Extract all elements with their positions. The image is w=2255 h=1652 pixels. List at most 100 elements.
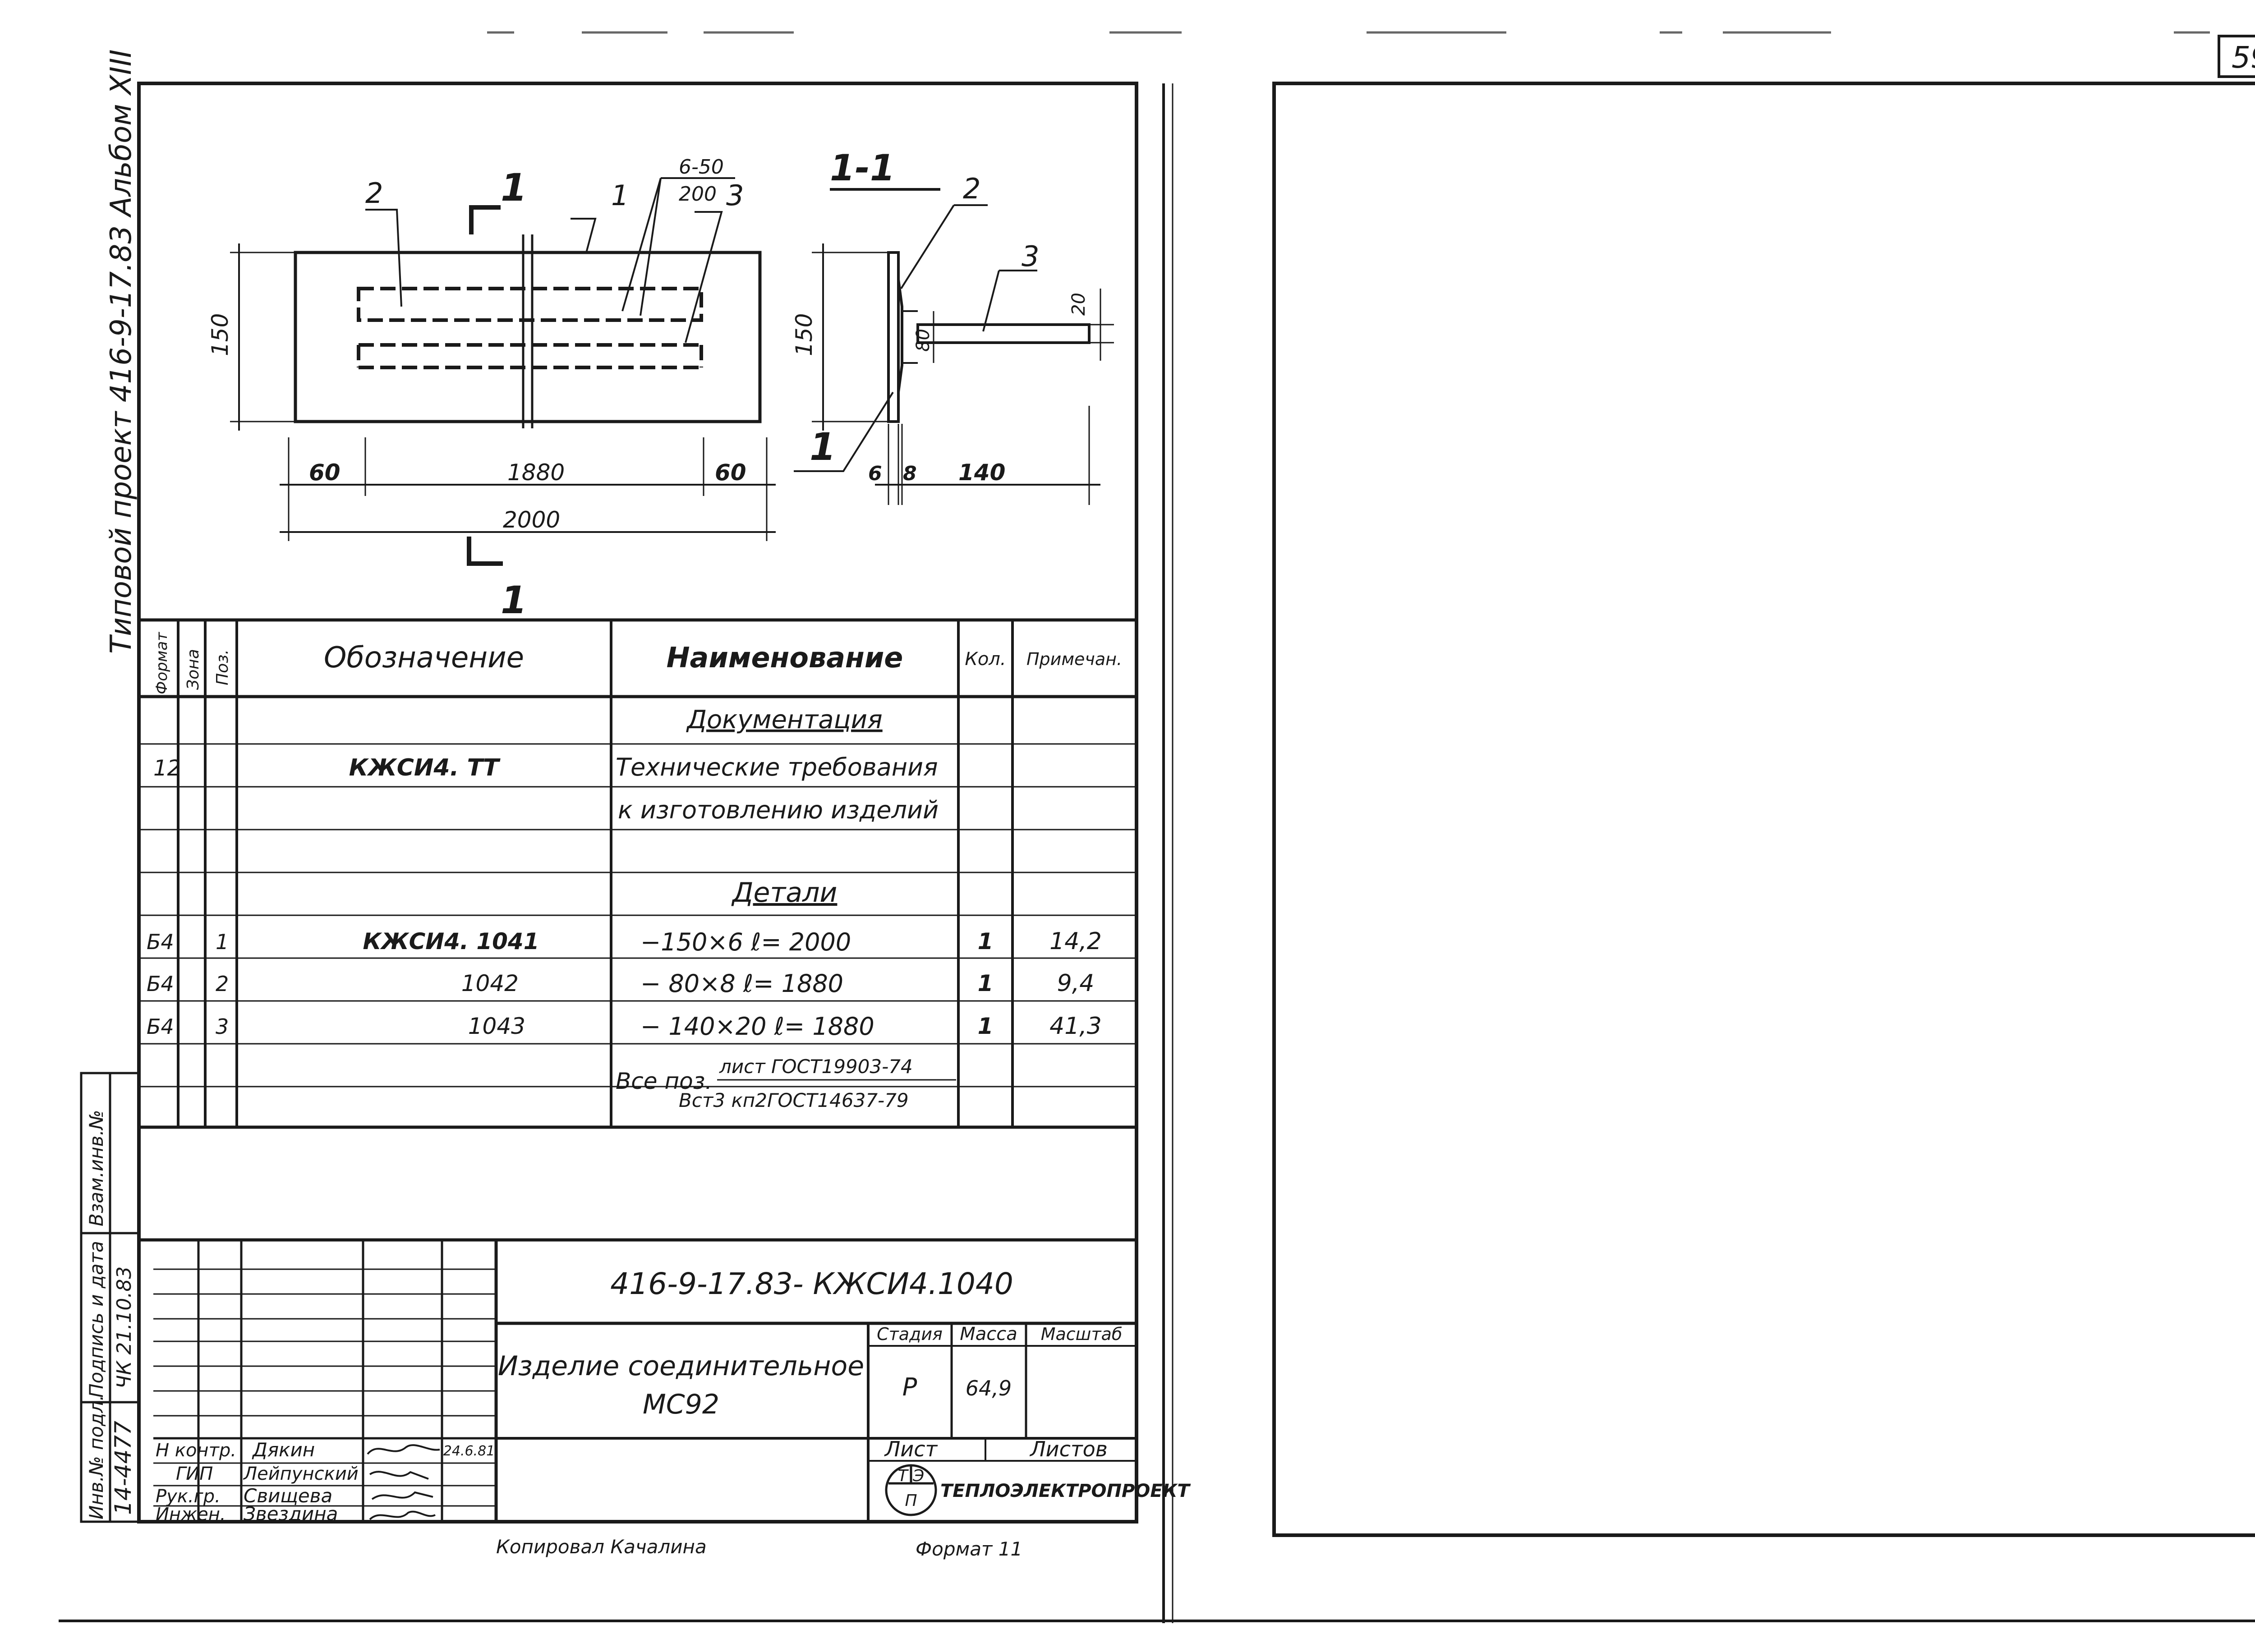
role-name: Звездина	[244, 1503, 338, 1525]
scale-label: Масштаб	[1041, 1324, 1123, 1344]
section-mark-bottom: 1	[501, 578, 527, 622]
rebar-note-top: 6-50	[679, 156, 724, 179]
doc-designation: КЖСИ4. ТТ	[349, 754, 501, 781]
doc-name-line1: Технические требования	[616, 753, 938, 781]
header-pos: Поз.	[213, 649, 232, 685]
section-mark-top: 1	[501, 165, 527, 210]
part-pos: 1	[216, 930, 229, 954]
right-frame	[1272, 82, 2255, 1537]
signatures	[367, 1444, 440, 1520]
header-qty: Кол.	[965, 649, 1006, 670]
part-pos: 2	[216, 972, 229, 996]
stamp-inv: Инв.№ подл.	[85, 1395, 107, 1519]
doc-name-line2: к изготовлению изделий	[618, 796, 939, 824]
spec-table-grid	[139, 618, 1137, 1129]
plan-mark-2: 2	[365, 177, 383, 210]
title-block-grid	[139, 1238, 1137, 1522]
part-pos: 3	[216, 1014, 229, 1039]
all-pos-label: Все поз.	[616, 1068, 712, 1094]
header-name: Наименование	[667, 641, 903, 674]
page-number: 59	[2232, 40, 2255, 75]
doc-format: 12	[153, 756, 181, 781]
dim-total: 2000	[503, 507, 560, 533]
org-logo-letter-p: П	[905, 1491, 917, 1510]
stamp-vzam: Взам.инв.№	[85, 1110, 107, 1226]
sec-dim-height: 150	[791, 313, 817, 356]
role-name: Лейпунский	[243, 1464, 359, 1484]
dim-middle: 1880	[507, 459, 565, 486]
part-qty: 1	[978, 970, 994, 996]
all-pos-top: лист ГОСТ19903-74	[719, 1055, 913, 1078]
part-name: −150×6 ℓ= 2000	[640, 928, 851, 956]
org-logo-letters: Т Э	[898, 1467, 925, 1485]
org-name: ТЕПЛОЭЛЕКТРОПРОЕКТ	[940, 1481, 1191, 1501]
section-title: 1-1	[830, 147, 895, 189]
header-format: Формат	[153, 632, 171, 694]
part-format: Б4	[147, 930, 174, 954]
stamp-inv-value: 14-4477	[110, 1421, 136, 1515]
section-docs: Документация	[686, 705, 882, 734]
part-designation: 1042	[461, 970, 519, 996]
part-name: − 140×20 ℓ= 1880	[640, 1012, 874, 1041]
rebar-note-bottom: 200	[679, 183, 717, 206]
format-label: Формат 11	[916, 1538, 1022, 1560]
part-format: Б4	[147, 1014, 174, 1039]
plan-mark-1: 1	[611, 179, 629, 212]
role-label: ГИП	[176, 1464, 213, 1484]
section-parts: Детали	[731, 877, 838, 909]
part-note: 9,4	[1057, 970, 1095, 997]
header-designation: Обозначение	[324, 641, 524, 675]
header-note: Примечан.	[1026, 649, 1122, 669]
stamp-podpis-value: ЧК 21.10.83	[113, 1267, 136, 1389]
role-name: Свищева	[244, 1485, 332, 1507]
plate-plan-view	[230, 177, 776, 566]
stamp-podpis: Подпись и дата	[85, 1241, 107, 1398]
section-mark-2: 2	[963, 172, 980, 205]
left-stamp	[80, 1072, 140, 1523]
plan-mark-3: 3	[726, 179, 744, 212]
product-name-line2: МС92	[643, 1389, 719, 1420]
section-mark-3: 3	[1022, 240, 1039, 273]
sec-dim-20: 20	[1068, 293, 1089, 316]
section-mark-1: 1	[810, 425, 836, 469]
sec-dim-6: 6	[868, 462, 882, 485]
role-label: Н контр.	[156, 1440, 236, 1461]
sheets-label: Листов	[1029, 1437, 1108, 1461]
dim-edge-left: 60	[309, 459, 341, 486]
role-date: 24.6.81	[443, 1443, 495, 1459]
header-zone: Зона	[184, 649, 202, 690]
doc-code: 416-9-17.83- КЖСИ4.1040	[610, 1267, 1013, 1301]
page-number-box	[2218, 35, 2255, 78]
dim-edge-right: 60	[715, 459, 746, 486]
mass-label: Масса	[960, 1324, 1017, 1345]
left-frame	[137, 82, 1174, 1623]
role-label: Рук.гр.	[156, 1486, 221, 1507]
role-label: Инжен.	[156, 1504, 226, 1525]
part-format: Б4	[147, 972, 174, 996]
copied-by: Копировал Качалина	[496, 1536, 707, 1558]
sec-dim-8: 8	[903, 462, 917, 485]
part-note: 41,3	[1049, 1013, 1102, 1040]
parts-rows: Б4 1 КЖСИ4. 1041 −150×6 ℓ= 2000 1 14,2 Б…	[147, 928, 1102, 1041]
part-designation: КЖСИ4. 1041	[363, 928, 539, 954]
dim-height: 150	[207, 313, 233, 356]
roles: Н контр. Дякин 24.6.81 ГИП Лейпунский Ру…	[156, 1439, 495, 1525]
side-label: Типовой проект 416-9-17.83 Альбом XIII	[105, 49, 138, 654]
part-qty: 1	[978, 1013, 994, 1039]
stage-label: Стадия	[877, 1324, 943, 1344]
part-note: 14,2	[1049, 928, 1102, 955]
sec-dim-140: 140	[958, 459, 1005, 486]
role-name: Дякин	[252, 1439, 315, 1461]
all-pos-bottom: Вст3 кп2ГОСТ14637-79	[679, 1089, 909, 1111]
section-view	[794, 204, 1114, 505]
stage-value: Р	[902, 1373, 917, 1401]
product-name-line1: Изделие соединительное	[498, 1350, 864, 1382]
sec-dim-80: 80	[913, 329, 934, 352]
mass-value: 64,9	[966, 1376, 1012, 1400]
part-designation: 1043	[468, 1013, 525, 1039]
sheet-label: Лист	[884, 1437, 938, 1461]
part-qty: 1	[978, 928, 994, 954]
part-name: − 80×8 ℓ= 1880	[640, 969, 843, 998]
org-logo	[885, 1464, 937, 1516]
